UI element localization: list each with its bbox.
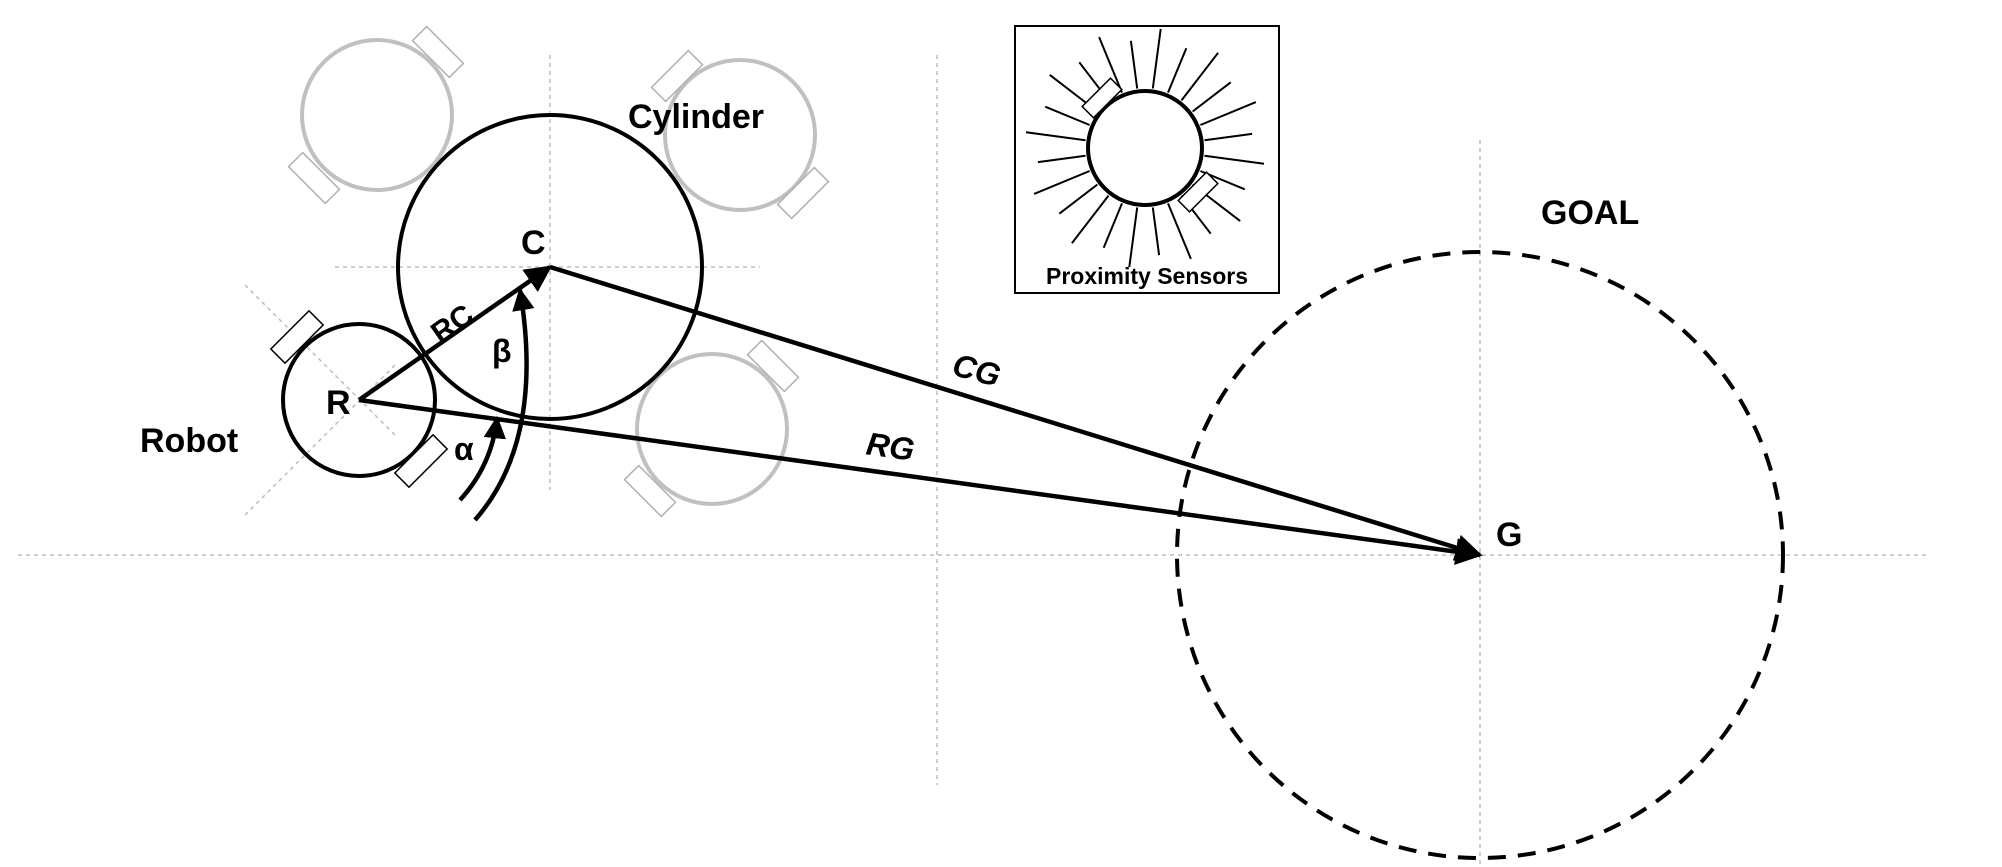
inset-robot-body xyxy=(1086,89,1204,207)
cylinder-label: Cylinder xyxy=(628,98,764,136)
ghost-robot-body xyxy=(663,58,817,212)
inset-robot-wheel xyxy=(1081,77,1123,119)
sensor-ray xyxy=(1180,52,1219,102)
ghost-robot-top-left xyxy=(287,25,465,205)
proximity-sensors-label: Proximity Sensors xyxy=(1046,263,1248,289)
sensor-ray xyxy=(1129,40,1139,89)
sensor-ray xyxy=(1037,154,1086,164)
vector-rg-arrow xyxy=(358,397,1483,566)
ghost-robot-wheel xyxy=(650,49,704,103)
ghost-robot-bottom xyxy=(623,339,800,518)
vector-rc-label: RC xyxy=(425,298,479,350)
sensor-ray xyxy=(1044,105,1090,126)
ghost-robot-wheel xyxy=(287,151,341,205)
sensor-ray xyxy=(1098,36,1123,93)
vector-cg-arrow xyxy=(549,264,1483,561)
angle-beta-label: β xyxy=(492,333,512,369)
robot-body xyxy=(281,322,437,478)
sensor-ray xyxy=(1191,81,1232,113)
sensor-ray xyxy=(1204,154,1265,165)
ghost-robot-body xyxy=(300,38,454,192)
angle-alpha-label: α xyxy=(454,431,474,467)
sensor-ray xyxy=(1102,203,1123,249)
cylinder-circle xyxy=(396,113,704,421)
robot-wheel xyxy=(269,309,325,365)
sensor-ray xyxy=(1200,101,1257,126)
goal-label: GOAL xyxy=(1541,194,1639,232)
sensor-ray xyxy=(1128,207,1139,268)
robot-diagonal-guide-b xyxy=(244,364,396,516)
sensor-ray xyxy=(1167,47,1188,93)
ghost-robot-wheel xyxy=(776,166,830,220)
ghost-robot-body xyxy=(635,352,789,506)
robot-label: Robot xyxy=(140,422,238,460)
sensor-ray xyxy=(1071,194,1110,244)
vector-cg-label: CG xyxy=(949,347,1005,394)
robot-wheel xyxy=(393,433,449,489)
ghost-robot-wheel xyxy=(623,464,677,518)
point-g-label: G xyxy=(1496,516,1522,554)
sensor-ray xyxy=(1033,170,1090,195)
robot xyxy=(269,309,449,489)
angle-beta-arc xyxy=(473,287,535,522)
angle-alpha-arc xyxy=(458,415,507,502)
sensor-ray xyxy=(1058,183,1099,215)
point-c-label: C xyxy=(521,224,546,262)
vector-rg-label: RG xyxy=(864,425,917,467)
ghost-robot-wheel xyxy=(746,339,800,393)
robot-diagonal-guide-a xyxy=(244,284,396,436)
sensor-ray xyxy=(1151,207,1161,256)
proximity-sensors-inset: Proximity Sensors xyxy=(1014,25,1280,294)
sensor-rays xyxy=(1025,28,1265,268)
ghost-robot-top-right xyxy=(650,49,830,220)
sensor-ray xyxy=(1025,131,1086,142)
goal-region-circle xyxy=(1175,250,1785,860)
sensor-ray xyxy=(1151,28,1162,89)
sensor-ray xyxy=(1167,203,1192,260)
point-r-label: R xyxy=(326,384,351,422)
inset-robot-wheel xyxy=(1177,171,1219,213)
ghost-robot-wheel xyxy=(411,25,465,79)
sensor-ray xyxy=(1204,132,1253,142)
